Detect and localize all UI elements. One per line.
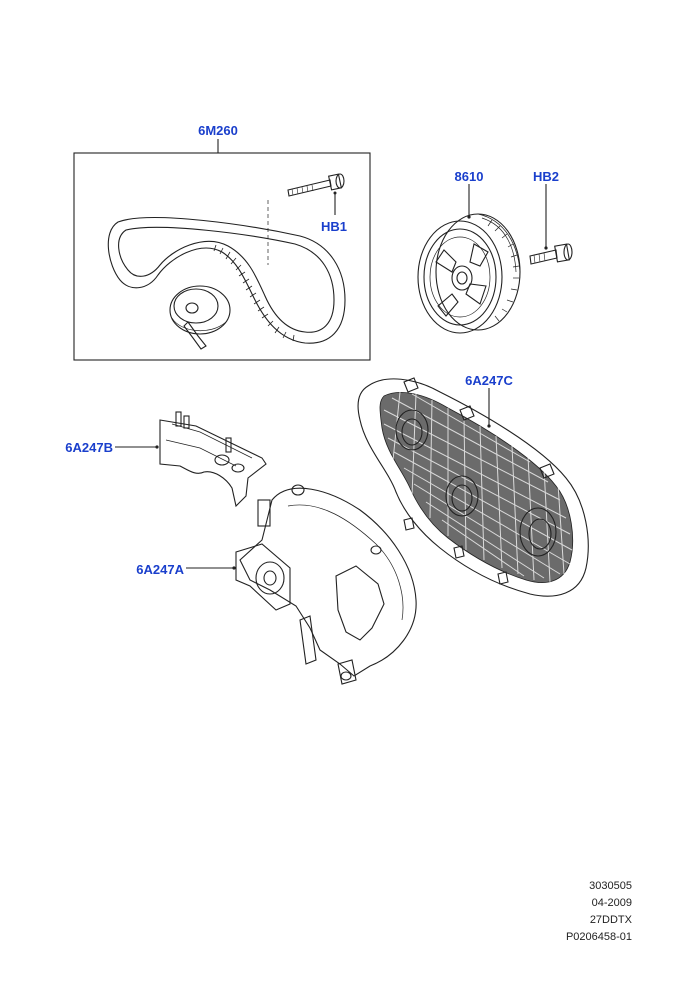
callout-6a247c[interactable]: 6A247C	[465, 373, 513, 388]
crankshaft-pulley: 8610	[417, 169, 521, 334]
callout-6a247a[interactable]: 6A247A	[136, 562, 184, 577]
drawing-model: 27DDTX	[589, 914, 632, 926]
belt-tensioner	[169, 285, 231, 350]
timing-belt-kit-group: 6M260	[73, 123, 371, 361]
timing-belt	[107, 217, 346, 344]
callout-6a247b[interactable]: 6A247B	[65, 440, 113, 455]
drawing-info-block: 3030505 04-2009 27DDTX P0206458-01	[566, 878, 632, 946]
drawing-date: 04-2009	[591, 897, 632, 909]
lower-timing-cover: 6A247A	[136, 484, 417, 685]
bolt-hb2	[529, 184, 573, 265]
drawing-code: 3030505	[589, 880, 632, 892]
callout-8610[interactable]: 8610	[455, 169, 484, 184]
bolt-hb1	[267, 173, 345, 265]
callout-6m260[interactable]: 6M260	[198, 123, 238, 138]
callout-hb1[interactable]: HB1	[321, 219, 347, 234]
outer-timing-cover: 6A247C	[357, 373, 589, 597]
callout-hb2[interactable]: HB2	[533, 169, 559, 184]
kit-frame	[73, 152, 371, 361]
upper-timing-cover: 6A247B	[65, 411, 267, 508]
belt-teeth	[213, 244, 295, 342]
drawing-reference: P0206458-01	[565, 931, 632, 943]
